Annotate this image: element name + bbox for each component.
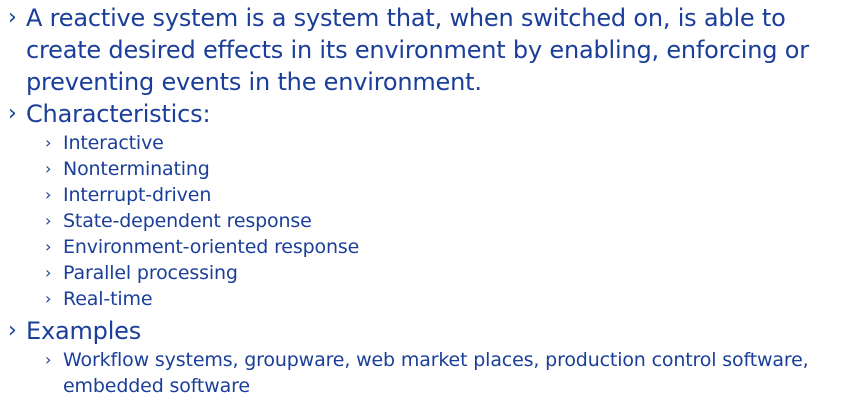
- characteristics-heading: Characteristics:: [26, 100, 211, 128]
- bullet-arrow-icon: ›: [45, 159, 52, 178]
- examples-list: › Workflow systems, groupware, web marke…: [0, 347, 859, 399]
- list-item-label: Interrupt-driven: [63, 184, 212, 206]
- list-item: › State-dependent response: [0, 208, 859, 234]
- list-item-label: Parallel processing: [63, 262, 238, 284]
- bullet-arrow-icon: ›: [45, 263, 52, 282]
- bullet-arrow-icon: ›: [45, 211, 52, 230]
- definition-text: A reactive system is a system that, when…: [26, 4, 809, 96]
- list-item-label: Environment-oriented response: [63, 236, 360, 258]
- list-item: › Real-time: [0, 286, 859, 312]
- bullet-arrow-icon: ›: [45, 133, 52, 152]
- bullet-arrow-icon: ›: [45, 350, 52, 369]
- characteristics-list: › Interactive › Nonterminating › Interru…: [0, 130, 859, 312]
- examples-heading: Examples: [26, 317, 142, 345]
- list-item: › Workflow systems, groupware, web marke…: [0, 347, 859, 399]
- list-item-label: Nonterminating: [63, 158, 210, 180]
- bullet-characteristics: › Characteristics:: [0, 98, 859, 130]
- list-item-label: State-dependent response: [63, 210, 312, 232]
- list-item: › Interactive: [0, 130, 859, 156]
- bullet-arrow-icon: ›: [45, 289, 52, 308]
- list-item-label: Workflow systems, groupware, web market …: [63, 349, 809, 397]
- list-item: › Environment-oriented response: [0, 234, 859, 260]
- list-item: › Interrupt-driven: [0, 182, 859, 208]
- bullet-arrow-icon: ›: [8, 101, 17, 126]
- bullet-arrow-icon: ›: [8, 318, 17, 343]
- bullet-definition: › A reactive system is a system that, wh…: [0, 2, 859, 98]
- bullet-arrow-icon: ›: [45, 237, 52, 256]
- bullet-examples: › Examples: [0, 315, 859, 347]
- bullet-arrow-icon: ›: [45, 185, 52, 204]
- list-item: › Parallel processing: [0, 260, 859, 286]
- list-item-label: Interactive: [63, 132, 164, 154]
- list-item: › Nonterminating: [0, 156, 859, 182]
- bullet-arrow-icon: ›: [8, 5, 17, 30]
- list-item-label: Real-time: [63, 288, 153, 310]
